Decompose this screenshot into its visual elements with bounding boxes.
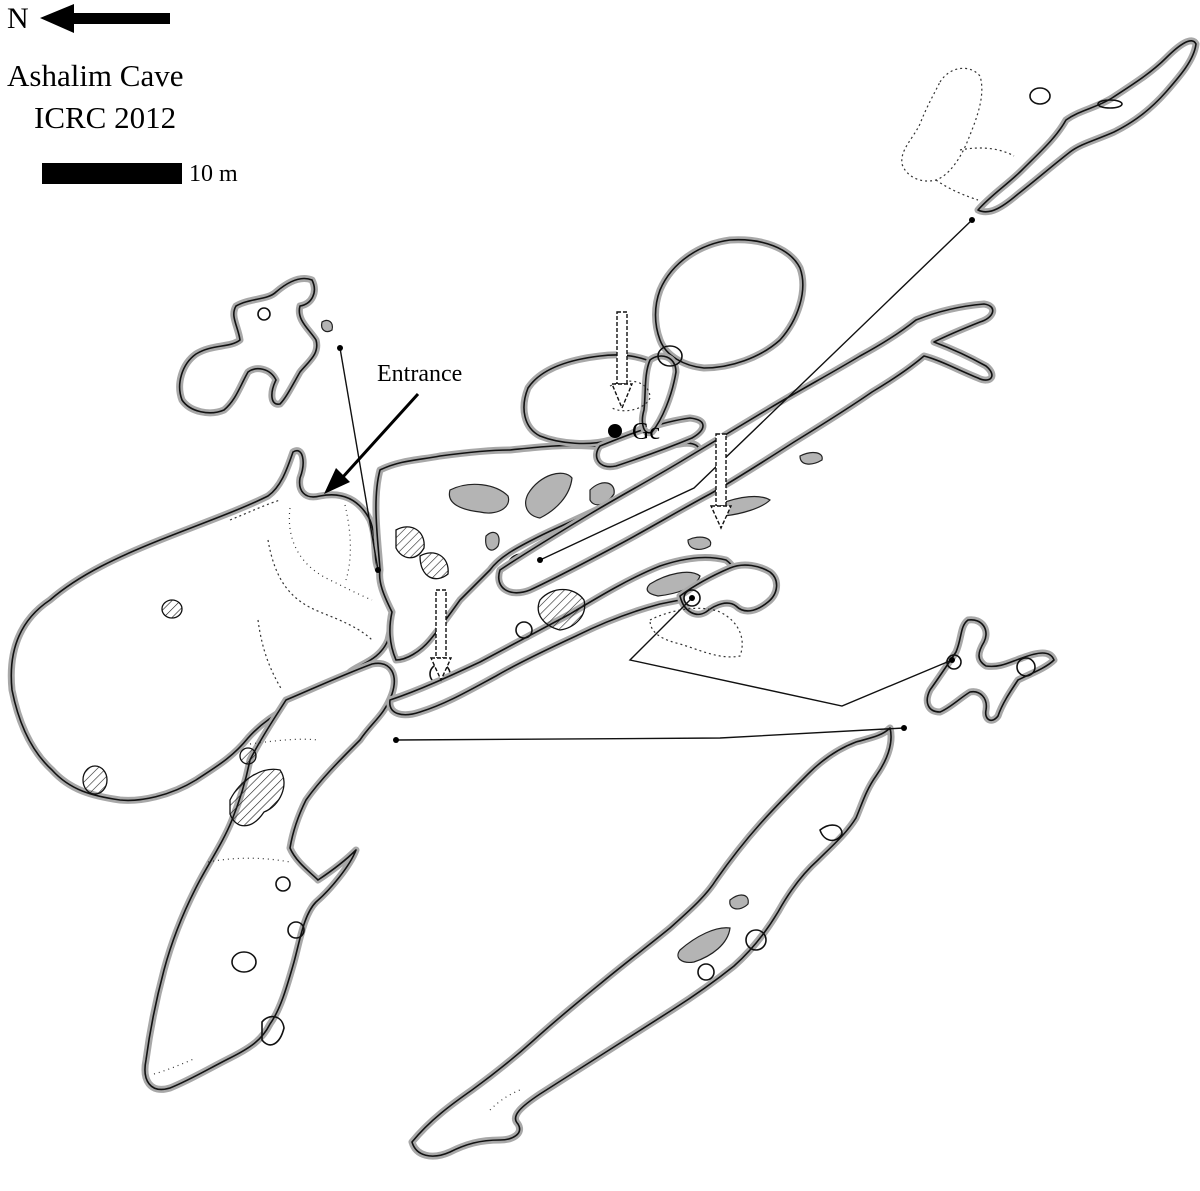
southeast-long-passage [408, 724, 895, 1160]
southern-passage [141, 659, 398, 1093]
southeast-chamber [923, 616, 1058, 724]
pit-arrow-icon-3 [429, 589, 453, 682]
northwest-chamber [176, 275, 333, 417]
entrance-arrow-icon [324, 392, 420, 494]
map-subtitle: ICRC 2012 [34, 100, 177, 135]
scale-bar-block [42, 163, 182, 184]
gc-label: Gc [632, 419, 660, 445]
gc-marker-icon [608, 424, 622, 438]
pit-arrow-icon-2 [709, 433, 733, 530]
entrance-label: Entrance [377, 361, 463, 387]
scale-bar-label: 10 m [189, 161, 238, 187]
north-arrow-icon [40, 4, 170, 33]
pit-arrow-icon-1 [610, 311, 634, 410]
east-side-chambers [649, 561, 780, 658]
north-label: N [7, 2, 29, 35]
northern-loop [520, 236, 807, 471]
map-title: Ashalim Cave [7, 58, 184, 93]
far-northeast-passage [901, 37, 1200, 216]
